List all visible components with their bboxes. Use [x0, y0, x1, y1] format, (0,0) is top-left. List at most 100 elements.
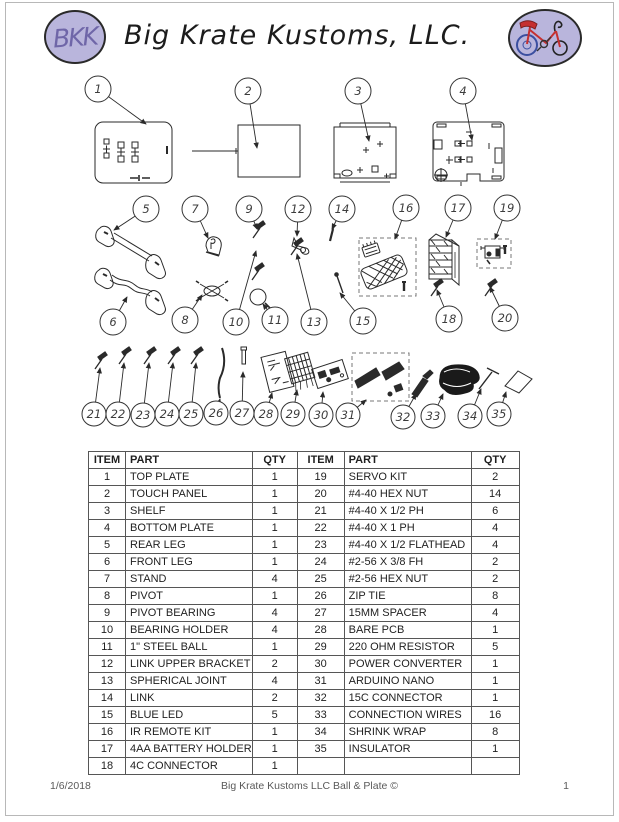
bkk-monogram-icon: BKK	[44, 10, 106, 64]
balloon-circle	[84, 75, 112, 103]
part-drawing-arduino-nano	[351, 352, 410, 402]
balloon-number: 7	[191, 202, 199, 216]
qty-r-cell: 4	[470, 536, 520, 554]
item-l-cell: 6	[88, 553, 126, 571]
balloon-circle	[132, 195, 160, 223]
callout-19: 19	[493, 194, 521, 240]
item-l-cell: 13	[88, 672, 126, 690]
item-r-cell: 32	[296, 689, 345, 707]
callout-30: 30	[308, 391, 334, 428]
qty-l-cell: 1	[251, 536, 298, 554]
callout-24: 24	[154, 362, 180, 427]
balloon-number: 19	[500, 201, 515, 215]
company-name: Big Krate Kustoms, LLC.	[124, 20, 471, 51]
callout-11: 11	[261, 303, 289, 334]
balloon-circle	[261, 306, 289, 334]
part-l-cell: BLUE LED	[125, 706, 253, 724]
qty-r-cell: 2	[470, 570, 520, 588]
qty-l-cell: 4	[251, 570, 298, 588]
balloon-circle	[444, 194, 472, 222]
part-r-cell: #2-56 HEX NUT	[343, 570, 472, 588]
footer-doc-title: Big Krate Kustoms LLC Ball & Plate ©	[221, 780, 398, 792]
balloon-number: 33	[426, 409, 441, 423]
qty-l-cell: 4	[251, 621, 298, 639]
balloon-number: 28	[259, 407, 274, 421]
qty-r-cell: 8	[470, 723, 520, 741]
item-r-cell: 23	[296, 536, 345, 554]
balloon-number: 4	[459, 84, 466, 98]
part-r-cell: #4-40 X 1/2 PH	[343, 502, 472, 520]
part-drawing-blue-led	[334, 272, 344, 294]
item-r-cell: 26	[296, 587, 345, 605]
balloon-number: 23	[136, 408, 151, 422]
parts-diagram: 1234567891011121314151617181920212223242…	[81, 75, 533, 430]
item-r-cell: 30	[296, 655, 345, 673]
item-l-cell: 3	[88, 502, 126, 520]
krate-bicycle-icon	[508, 9, 582, 67]
item-l-cell: 15	[88, 706, 126, 724]
part-drawing-screw-25	[190, 346, 204, 365]
balloon-number: 26	[209, 406, 224, 420]
callout-23: 23	[130, 362, 156, 428]
item-r-cell: 31	[296, 672, 345, 690]
part-r-cell: #4-40 X 1/2 FLATHEAD	[343, 536, 472, 554]
item-l-cell: 16	[88, 723, 126, 741]
balloon-number: 2	[244, 84, 251, 98]
part-drawing-top-plate	[94, 121, 173, 184]
part-drawing-screw-21	[94, 351, 108, 370]
part-drawing-screw-20	[484, 278, 498, 297]
column-header-part-right: PART	[343, 451, 472, 469]
balloon-number: 14	[335, 202, 350, 216]
balloon-number: 31	[341, 408, 356, 422]
balloon-circle	[335, 402, 361, 428]
part-drawing-spacer	[240, 346, 247, 365]
qty-l-cell: 5	[251, 706, 298, 724]
item-l-cell: 5	[88, 536, 126, 554]
part-drawings	[94, 121, 533, 402]
callout-15: 15	[339, 292, 377, 335]
callout-20: 20	[489, 286, 519, 332]
balloon-circle	[308, 402, 334, 428]
qty-l-cell: 1	[251, 757, 298, 775]
page-footer: 1/6/2018 Big Krate Kustoms LLC Ball & Pl…	[0, 780, 619, 794]
part-l-cell: PIVOT BEARING	[125, 604, 253, 622]
part-drawing-servo-kit	[476, 238, 512, 269]
balloon-number: 1	[94, 82, 101, 96]
part-drawing-connection-wires	[439, 364, 480, 395]
item-r-cell: 35	[296, 740, 345, 758]
qty-l-cell: 1	[251, 485, 298, 503]
qty-l-cell: 1	[251, 638, 298, 656]
item-l-cell: 8	[88, 587, 126, 605]
item-r-cell: 34	[296, 723, 345, 741]
item-r-cell: 28	[296, 621, 345, 639]
qty-r-cell: 14	[470, 485, 520, 503]
callout-28: 28	[253, 392, 279, 427]
part-l-cell: 1" STEEL BALL	[125, 638, 253, 656]
qty-l-cell: 1	[251, 468, 298, 486]
item-r-cell: 27	[296, 604, 345, 622]
balloon-number: 34	[463, 409, 478, 423]
part-r-cell: INSULATOR	[343, 740, 472, 758]
balloon-number: 6	[109, 315, 116, 329]
balloon-number: 8	[181, 313, 188, 327]
balloon-circle	[178, 401, 204, 427]
part-drawing-link-upper-bracket	[291, 236, 310, 255]
part-drawing-screw-23	[143, 346, 157, 365]
balloon-circle	[435, 305, 463, 333]
part-drawing-touch-panel	[192, 124, 301, 178]
qty-l-cell: 1	[251, 553, 298, 571]
qty-l-cell: 2	[251, 655, 298, 673]
callout-16: 16	[392, 194, 420, 240]
balloon-number: 25	[184, 407, 199, 421]
callout-5: 5	[113, 195, 160, 231]
part-drawing-bottom-plate	[432, 121, 505, 186]
item-r-cell: 29	[296, 638, 345, 656]
